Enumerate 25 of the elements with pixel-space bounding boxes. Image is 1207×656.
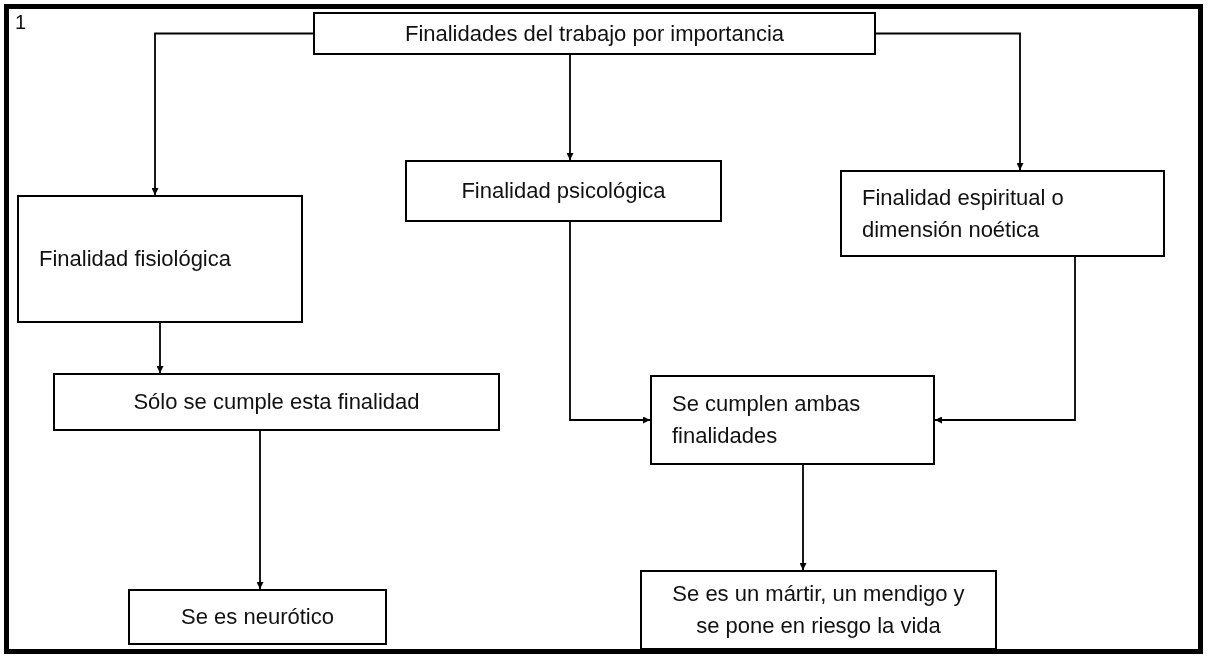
process-box <box>313 12 876 55</box>
arrow <box>934 256 1076 424</box>
arrow <box>256 430 264 590</box>
process-box <box>640 570 997 650</box>
box-text: Se es neurótico <box>181 603 334 632</box>
box-text: Finalidad fisiológica <box>39 245 231 274</box>
process-box <box>650 375 935 465</box>
process-box <box>128 589 387 645</box>
arrow <box>156 322 164 374</box>
box-text: Se cumplen ambas finalidades <box>672 390 862 450</box>
arrow <box>569 221 651 424</box>
arrow <box>875 32 1024 171</box>
box-text: Se es un mártir, un mendigo y se pone en riesgo la vida <box>671 580 966 640</box>
process-box <box>405 160 722 222</box>
figure-number: 1 <box>15 11 27 34</box>
box-text: Sólo se cumple esta finalidad <box>133 388 420 417</box>
arrow <box>566 54 574 161</box>
box-text: Finalidad espiritual o dimensión noética <box>862 183 1065 244</box>
process-box <box>17 195 303 323</box>
process-box <box>840 170 1165 257</box>
arrow <box>799 464 807 571</box>
box-text: Finalidades del trabajo por importancia <box>404 19 785 48</box>
process-box <box>53 373 500 431</box>
box-text: Finalidad psicológica <box>461 177 666 206</box>
arrow <box>151 32 314 196</box>
